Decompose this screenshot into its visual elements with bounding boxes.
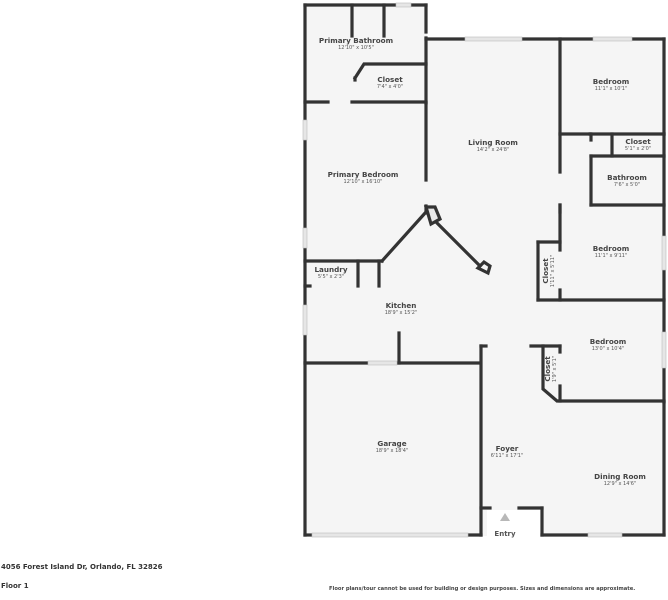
room-dimensions: 7'6" x 5'0"	[613, 182, 641, 188]
room-dimensions: 11'1" x 9'11"	[594, 253, 628, 259]
room-dimensions: 13'0" x 10'4"	[591, 346, 625, 352]
room-primary-bedroom: Primary Bedroom 12'10" x 16'10"	[328, 170, 399, 186]
room-name: Bedroom	[592, 77, 630, 86]
room-dimensions: 1'11" x 5'11"	[550, 254, 556, 288]
room-garage: Garage 18'9" x 18'4"	[376, 439, 409, 455]
room-dimensions: 6'11" x 17'1"	[490, 453, 524, 459]
entry-label: Entry	[494, 530, 516, 538]
room-name: Primary Bathroom	[318, 36, 394, 45]
room-closet-bedroom-1: Closet 5'1" x 2'0"	[625, 137, 651, 153]
room-name: Closet	[377, 75, 403, 84]
room-closet-bedroom-2: Closet 1'11" x 5'11"	[541, 255, 557, 288]
room-dimensions: 5'1" x 2'0"	[624, 146, 652, 152]
room-dimensions: 1'9" x 5'1"	[552, 355, 558, 383]
room-name: Bedroom	[592, 244, 630, 253]
walls	[303, 3, 666, 537]
room-name: Kitchen	[385, 301, 417, 310]
room-name: Bedroom	[589, 337, 627, 346]
room-dimensions: 12'10" x 16'10"	[343, 179, 383, 185]
room-dimensions: 18'9" x 18'4"	[375, 448, 409, 454]
room-dimensions: 18'9" x 15'2"	[384, 310, 418, 316]
room-kitchen: Kitchen 18'9" x 15'2"	[385, 301, 418, 317]
room-name: Garage	[377, 439, 407, 448]
entry-arrow-icon	[500, 513, 510, 521]
floor-label: Floor 1	[1, 582, 29, 590]
room-name: Dining Room	[594, 472, 646, 481]
room-name: Primary Bedroom	[327, 170, 399, 179]
room-dimensions: 12'9" x 14'6"	[603, 481, 637, 487]
room-dimensions: 14'2" x 24'8"	[476, 147, 510, 153]
room-living-room: Living Room 14'2" x 24'8"	[468, 138, 518, 154]
room-bedroom-2: Bedroom 11'1" x 9'11"	[593, 244, 629, 260]
room-closet-bedroom-3: Closet 1'9" x 5'1"	[543, 356, 559, 382]
room-bathroom: Bathroom 7'6" x 5'0"	[607, 173, 647, 189]
room-dining-room: Dining Room 12'9" x 14'6"	[594, 472, 646, 488]
room-name: Living Room	[468, 138, 518, 147]
room-closet-primary: Closet 7'4" x 4'0"	[377, 75, 403, 91]
disclaimer: Floor plans/tour cannot be used for buil…	[329, 586, 636, 592]
floor-fill	[304, 5, 666, 536]
room-name: Closet	[543, 356, 552, 382]
room-name: Laundry	[314, 265, 348, 274]
room-dimensions: 11'1" x 10'1"	[594, 86, 628, 92]
room-dimensions: 7'4" x 4'0"	[376, 84, 404, 90]
room-name: Bathroom	[607, 173, 647, 182]
room-foyer: Foyer 6'11" x 17'1"	[491, 444, 524, 460]
windows	[302, 2, 667, 538]
room-dimensions: 12'10" x 10'5"	[338, 45, 374, 51]
room-dimensions: 5'5" x 2'3"	[317, 274, 345, 280]
room-name: Closet	[541, 258, 550, 284]
room-bedroom-1: Bedroom 11'1" x 10'1"	[593, 77, 629, 93]
property-address: 4056 Forest Island Dr, Orlando, FL 32826	[1, 563, 163, 571]
room-laundry: Laundry 5'5" x 2'3"	[314, 265, 347, 281]
room-bedroom-3: Bedroom 13'0" x 10'4"	[590, 337, 626, 353]
room-name: Foyer	[495, 444, 519, 453]
room-primary-bathroom: Primary Bathroom 12'10" x 10'5"	[319, 36, 393, 52]
room-name: Closet	[625, 137, 651, 146]
